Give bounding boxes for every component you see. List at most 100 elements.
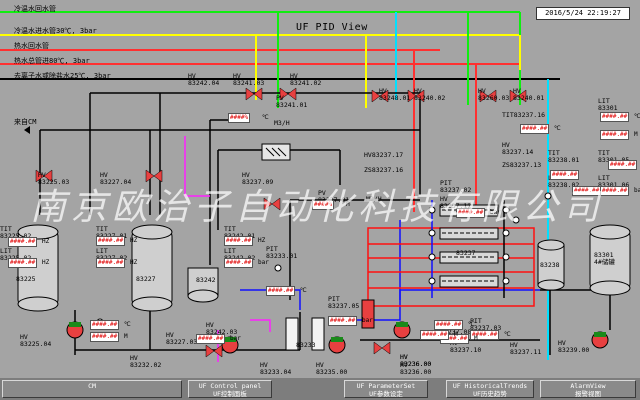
- unit-label: ℃: [300, 287, 307, 294]
- unit-label: M: [634, 131, 638, 138]
- instrument-tag: 83233: [296, 341, 316, 349]
- unit-label: bar: [490, 209, 501, 216]
- tank-83301: [589, 224, 631, 296]
- value-readout[interactable]: ####.##: [8, 258, 38, 268]
- instrument-tag: M3/H: [274, 119, 290, 127]
- value-readout[interactable]: ####.##: [328, 316, 358, 326]
- value-readout[interactable]: ####.##: [600, 112, 630, 122]
- instrument-tag: HV 83227.03: [166, 331, 198, 346]
- value-readout[interactable]: ####.##: [90, 320, 120, 330]
- instrument-tag: PIT 83237.03: [470, 317, 502, 332]
- instrument-tag: 83225: [16, 275, 36, 283]
- instrument-tag: HV 83240.01: [513, 87, 545, 102]
- value-readout[interactable]: ####.##: [572, 186, 602, 196]
- value-readout[interactable]: ####.##: [600, 186, 630, 196]
- unit-label: M: [474, 335, 478, 342]
- line-label-hot-supply: 热水总管进80℃, 3bar: [14, 57, 90, 65]
- instrument-tag: PIT 83237.02: [440, 179, 472, 194]
- instrument-tag: M3/H: [366, 195, 382, 203]
- instrument-tag: LIT 83301.06: [598, 174, 630, 189]
- instrument-tag: HV 83248.01: [379, 87, 411, 102]
- instrument-tag: HV 83240.02: [414, 87, 446, 102]
- instrument-tag: PIT 83237.05: [328, 295, 360, 310]
- instrument-tag: 83242: [196, 276, 216, 284]
- instrument-tag: 83237: [456, 249, 476, 257]
- value-readout[interactable]: ####.##: [8, 237, 38, 247]
- unit-label: HZ: [42, 238, 50, 245]
- unit-label: M: [346, 201, 350, 208]
- instrument-tag: 83301 4#储罐: [594, 251, 615, 266]
- instrument-tag: PV 83241.01: [276, 94, 308, 109]
- instrument-tag: HV 83241.03: [233, 72, 265, 87]
- instrument-tag: HV 83237.12: [440, 195, 472, 210]
- value-readout[interactable]: ####%: [312, 200, 335, 210]
- value-readout[interactable]: ####%: [228, 113, 251, 123]
- line-label-di-water: 去离子水或除盐水25℃, 3bar: [14, 72, 111, 80]
- unit-label: ℃: [124, 321, 131, 328]
- value-readout[interactable]: ####.##: [224, 236, 254, 246]
- instrument-tag: HV 83232.02: [130, 354, 162, 369]
- value-readout[interactable]: ####.##: [266, 286, 296, 296]
- line-label-hot-return: 热水回水管: [14, 42, 49, 50]
- unit-label: ℃: [504, 331, 511, 338]
- value-readout[interactable]: ####.##: [224, 258, 254, 268]
- instrument-tag: LIT 83301: [598, 97, 618, 112]
- value-readout[interactable]: ####.##: [520, 124, 550, 134]
- instrument-tag: TIT 83238.01: [548, 149, 580, 164]
- unit-label: HZ: [130, 259, 138, 266]
- instrument-tag: HV 83241.02: [290, 72, 322, 87]
- instrument-tag: HV 83239.00: [558, 339, 590, 354]
- instrument-tag: HV 83227.04: [100, 171, 132, 186]
- instrument-tag: PIT 83233.01: [266, 245, 298, 260]
- unit-label: bar: [634, 187, 640, 194]
- unit-label: ℃: [262, 114, 269, 121]
- value-readout[interactable]: ####.##: [550, 170, 580, 180]
- value-readout[interactable]: ####.##: [96, 258, 126, 268]
- unit-label: M: [124, 333, 128, 340]
- unit-label: HZ: [258, 237, 266, 244]
- unit-label: bar: [258, 259, 269, 266]
- value-readout[interactable]: ####.##: [90, 332, 120, 342]
- line-label-cold-supply: 冷温水进水管30℃, 3bar: [14, 27, 97, 35]
- instrument-tag: HV 83233.04: [260, 361, 292, 376]
- instrument-tag: TIT83237.16: [502, 111, 546, 119]
- instrument-tag: HV 83236.00: [400, 353, 432, 368]
- instrument-tag: ZS83237.13: [502, 161, 542, 169]
- value-readout[interactable]: ####.##: [456, 208, 486, 218]
- value-readout[interactable]: ####.##: [196, 334, 226, 344]
- value-readout[interactable]: ####.##: [96, 236, 126, 246]
- value-readout[interactable]: ####.##: [608, 160, 638, 170]
- instrument-tag: TIT 83225.02: [0, 225, 32, 240]
- value-readout[interactable]: ####.##: [600, 130, 630, 140]
- instrument-tag: HV83237.17: [364, 151, 404, 159]
- instrument-tag: HV 83237.14: [502, 141, 534, 156]
- unit-label: M: [454, 331, 458, 338]
- value-readout[interactable]: ####.##: [470, 330, 500, 340]
- line-label-cold-return: 冷温水回水管: [14, 5, 56, 13]
- pumps: [66, 321, 609, 354]
- instrument-tag: HV 83225.03: [38, 171, 70, 186]
- instrument-tag: HV 83225.04: [20, 333, 52, 348]
- unit-label: ℃: [554, 125, 561, 132]
- value-readout[interactable]: ####.##: [434, 320, 464, 330]
- instrument-tag: ZS83237.16: [364, 166, 404, 174]
- unit-label: bar: [230, 335, 241, 342]
- instrument-tag: HV 83242.04: [188, 72, 220, 87]
- nav-button-cm[interactable]: CM: [2, 380, 182, 398]
- value-readout[interactable]: ####.##: [420, 330, 450, 340]
- instrument-tag: 83227: [136, 275, 156, 283]
- unit-label: bar: [362, 317, 373, 324]
- instrument-tag: HV 83235.00: [316, 361, 348, 376]
- instrument-tag: 83238: [540, 261, 560, 269]
- inlet-label-cm: 来自CM: [14, 118, 37, 126]
- unit-label: ℃: [634, 113, 640, 120]
- unit-label: HZ: [42, 259, 50, 266]
- instrument-tag: HV 83242.03: [206, 321, 238, 336]
- tank-83242: [187, 267, 219, 303]
- tank-83227: [131, 224, 173, 312]
